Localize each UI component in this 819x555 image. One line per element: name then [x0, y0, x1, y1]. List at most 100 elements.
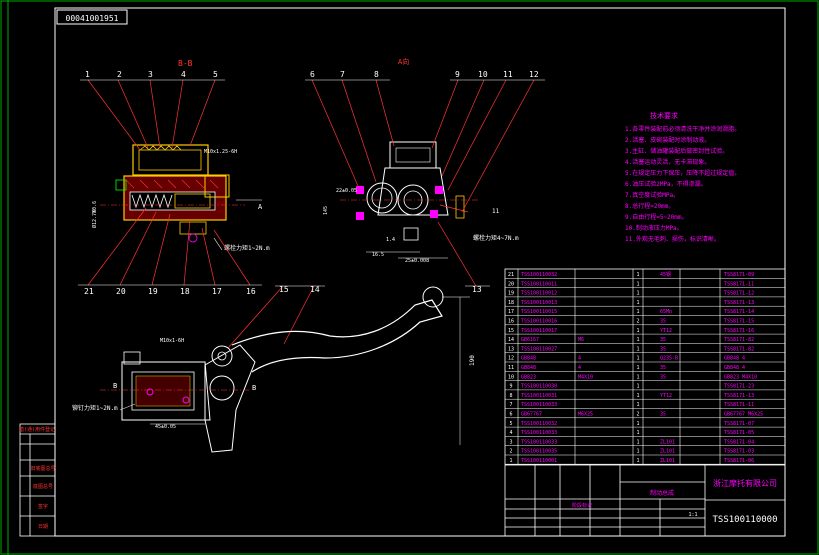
callout-17: 17 — [212, 287, 222, 296]
bom-cell-standard: TSS8171-06 — [724, 458, 754, 464]
callout-numbers-bottom: 21 20 19 18 17 16 15 14 13 — [84, 285, 482, 296]
bom-cell-material: Q235-B — [660, 356, 678, 362]
bom-cell-material: 35 — [660, 365, 666, 371]
section-mark-b1: B — [113, 382, 117, 390]
bom-cell-code: GB848 — [521, 365, 536, 371]
dim-bore: Ø12.7Ж0.6 — [91, 201, 98, 228]
callout-8: 8 — [374, 70, 379, 79]
code-box-text: 00041001951 — [66, 14, 119, 23]
bom-cell-no: 8 — [509, 393, 512, 399]
bom-cell-no: 19 — [508, 291, 514, 297]
dim-m10b: M10x1-6H — [160, 338, 184, 344]
dim-h145: 145 — [323, 206, 329, 215]
bom-cell-material: 35 — [660, 412, 666, 418]
bom-cell-standard: TSS8171-82 — [724, 346, 754, 352]
callout-leaders-bottom — [87, 207, 477, 349]
master-cylinder-section — [100, 144, 245, 243]
bom-cell-code: TSS100110012 — [521, 291, 557, 297]
bom-cell-standard: TSS8171-13 — [724, 300, 754, 306]
callout-13: 13 — [472, 285, 482, 294]
bom-cell-qty: 1 — [636, 430, 639, 436]
callout-16: 16 — [246, 287, 256, 296]
bom-cell-no: 10 — [508, 374, 514, 380]
bom-cell-material: 35 — [660, 374, 666, 380]
bom-cell-qty: 1 — [636, 309, 639, 315]
bom-cell-material: ZL101 — [660, 458, 675, 464]
bom-cell-standard: TSS8171-07 — [724, 421, 754, 427]
bom-cell-material: 35 — [660, 337, 666, 343]
callout-11: 11 — [503, 70, 513, 79]
callout-baselines — [78, 79, 545, 287]
bom-cell-code: TSS100110033 — [521, 402, 557, 408]
dim-torque3: 铆钉力矩1~2N.m — [72, 404, 118, 412]
note-line-8: 8.总行程=20mm。 — [625, 202, 674, 210]
bom-cell-no: 17 — [508, 309, 514, 315]
left-block-r1: 借(通)用件登记 — [19, 426, 55, 433]
bom-cell-material: 65Mn — [660, 309, 672, 315]
bom-cell-no: 1 — [509, 458, 512, 464]
drawing-name: 制动总成 — [650, 489, 674, 497]
drawing-number: TSS100110000 — [712, 515, 777, 525]
bom-cell-qty: 1 — [636, 439, 639, 445]
notes-title: 技术要求 — [650, 111, 678, 120]
section-mark-b2: B — [252, 384, 256, 392]
note-line-2: 2.活塞、皮碗装配时涂制动液。 — [625, 136, 710, 144]
bom-cell-qty: 1 — [636, 346, 639, 352]
left-block-r2: 旧底图总号 — [30, 465, 55, 472]
bom-cell-qty: 1 — [636, 281, 639, 287]
bom-cell-standard: TSS8171-12 — [724, 291, 754, 297]
bom-cell-no: 20 — [508, 281, 514, 287]
callout-5: 5 — [213, 70, 218, 79]
bom-cell-code: TSS100110013 — [521, 300, 557, 306]
note-line-4: 4.活塞运动灵活，无卡滞现象。 — [625, 158, 710, 166]
bom-cell-qty: 1 — [636, 374, 639, 380]
bom-cell-qty: 2 — [636, 412, 639, 418]
bom-cell-code: TSS100110033 — [521, 430, 557, 436]
bom-cell-code: GB67767 — [521, 412, 542, 418]
bom-cell-standard: TSS8171-82 — [724, 337, 754, 343]
callout-15: 15 — [279, 285, 289, 294]
brake-lever-assembly — [100, 286, 470, 453]
note-line-11: 11.外观无毛刺、损伤，标识清晰。 — [625, 235, 720, 243]
callout-7: 7 — [340, 70, 345, 79]
bom-cell-no: 13 — [508, 346, 514, 352]
left-side-block — [19, 423, 56, 537]
bom-cell-no: 9 — [509, 384, 512, 390]
company-name: 浙江摩托有限公司 — [713, 478, 777, 488]
bom-cell-standard: TSS8171-15 — [724, 319, 754, 325]
dim-w165: 16.5 — [372, 252, 384, 258]
bom-cell-material: YT12 — [660, 328, 672, 334]
dim-w225: 22±0.05 — [336, 188, 357, 194]
bom-cell-code: GB823 — [521, 374, 536, 380]
dim-w25: 25±0.008 — [405, 258, 429, 264]
dim-thread: M10x1.25-6H — [204, 149, 237, 155]
bom-cell-name: M6 — [578, 337, 584, 343]
dim-h190: 190 — [469, 355, 476, 366]
bom-cell-qty: 1 — [636, 300, 639, 306]
scale: 1:1 — [688, 512, 697, 518]
bom-cell-qty: 1 — [636, 402, 639, 408]
bom-cell-standard: TSS8171-09 — [724, 272, 754, 278]
bom-cell-no: 11 — [508, 365, 514, 371]
left-block-r3: 底图总号 — [33, 483, 53, 490]
bom-cell-name: 4 — [578, 356, 581, 362]
bom-cell-code: TSS100110027 — [521, 346, 557, 352]
inner-frame — [54, 7, 786, 537]
dim-torque2: 螺栓力矩4~7N.m — [473, 234, 519, 242]
bom-cell-name: M4X10 — [578, 374, 593, 380]
bom-cell-no: 15 — [508, 328, 514, 334]
bom-cell-material: 35 — [660, 346, 666, 352]
bom-cell-qty: 1 — [636, 449, 639, 455]
bom-cell-standard: TSS8171-04 — [724, 439, 754, 445]
view-a-body — [340, 141, 480, 241]
view-label: A向 — [398, 57, 409, 66]
bom-cell-qty: 1 — [636, 421, 639, 427]
callout-19: 19 — [148, 287, 158, 296]
stage-mark: 阶段标记 — [572, 502, 592, 509]
bom-cell-qty: 2 — [636, 319, 639, 325]
note-line-10: 10.制动液压力MPa。 — [625, 224, 683, 232]
bom-cell-qty: 1 — [636, 337, 639, 343]
bom-cell-code: TSS100110033 — [521, 439, 557, 445]
